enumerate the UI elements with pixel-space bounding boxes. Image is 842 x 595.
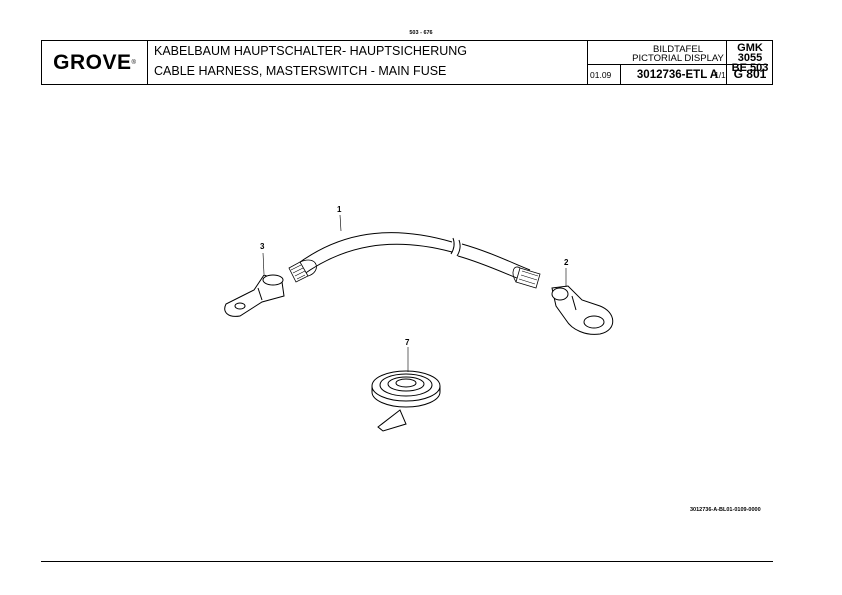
- model-codes: GMK 3055 BE 503: [727, 42, 773, 74]
- registered-mark: ®: [131, 59, 136, 66]
- display-type-german: BILDTAFEL: [653, 44, 703, 55]
- title-cell: KABELBAUM HAUPTSCHALTER- HAUPTSICHERUNG …: [148, 41, 588, 84]
- grove-logo: GROVE®: [42, 41, 148, 84]
- model-line-2: BE 503: [731, 62, 769, 74]
- display-type-english: PICTORIAL DISPLAY: [632, 53, 724, 64]
- model-cell: GMK 3055 BE 503 G 801: [726, 41, 772, 84]
- title-german: KABELBAUM HAUPTSCHALTER- HAUPTSICHERUNG: [154, 44, 468, 58]
- callout-leaders: [262, 214, 567, 372]
- reference-code: 3012736-A-BL01-0109-0000: [690, 507, 761, 513]
- title-block: GROVE® KABELBAUM HAUPTSCHALTER- HAUPTSIC…: [41, 40, 773, 85]
- callout-1: 1: [337, 205, 342, 214]
- logo-text: GROVE: [53, 50, 132, 74]
- page-range: 503 - 676: [409, 30, 433, 36]
- tape-roll: [371, 370, 441, 432]
- drawing-number: 3012736-ETL A: [636, 69, 719, 81]
- left-cable-lug: [224, 274, 285, 317]
- title-english: CABLE HARNESS, MASTERSWITCH - MAIN FUSE: [154, 64, 447, 78]
- issue-date: 01.09: [588, 65, 621, 84]
- cable: [295, 232, 531, 283]
- model-line-3: G 801: [733, 67, 767, 81]
- footer-rule: [41, 561, 773, 562]
- callout-3: 3: [260, 242, 265, 251]
- callout-2: 2: [564, 258, 569, 267]
- right-wire-end: [512, 266, 541, 289]
- model-line-1: GMK 3055: [737, 42, 763, 64]
- sheet-number: 1/1: [714, 71, 726, 80]
- right-cable-lug: [551, 285, 614, 335]
- callout-7: 7: [405, 338, 410, 347]
- left-wire-end: [288, 259, 317, 283]
- display-type: BILDTAFEL PICTORIAL DISPLAY: [588, 41, 768, 65]
